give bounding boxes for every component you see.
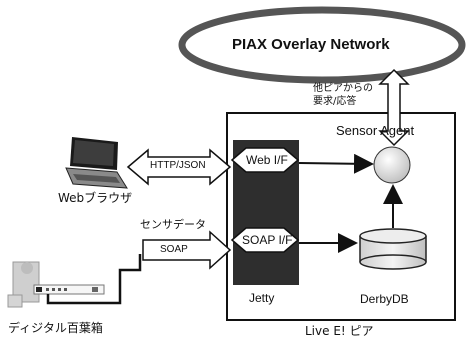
laptop-icon — [65, 137, 128, 189]
derby-db-cylinder — [359, 228, 427, 270]
sensor-device-icon — [7, 254, 142, 308]
web-browser-label: Webブラウザ — [58, 191, 133, 205]
derby-db-label: DerbyDB — [360, 292, 409, 306]
peer-request-label-line1: 他ピアからの — [313, 83, 373, 94]
live-e-peer-label: Live E! ピア — [305, 324, 374, 338]
http-json-double-arrow — [126, 148, 232, 186]
jetty-label: Jetty — [249, 291, 275, 305]
overlay-network-label: PIAX Overlay Network — [232, 36, 390, 53]
sensor-data-label: センサデータ — [140, 218, 206, 231]
http-json-label: HTTP/JSON — [150, 160, 206, 171]
soap-if-hexagon — [230, 227, 300, 253]
live-e-peer-box — [226, 112, 456, 321]
soap-arrow — [142, 230, 232, 270]
web-if-hexagon — [230, 147, 300, 173]
sensor-agent-label: Sensor Agent — [336, 123, 415, 138]
peer-request-label-line2: 要求/応答 — [313, 96, 357, 107]
overlay-double-arrow — [378, 68, 410, 147]
web-if-label: Web I/F — [246, 153, 288, 167]
soap-arrow-label: SOAP — [160, 244, 188, 255]
overlay-network-ellipse — [178, 6, 466, 84]
digital-weather-box-label: ディジタル百葉箱 — [8, 321, 103, 335]
sensor-agent-circle — [373, 146, 411, 184]
soap-if-label: SOAP I/F — [242, 233, 293, 247]
web-if-to-agent-arrow — [298, 153, 374, 174]
